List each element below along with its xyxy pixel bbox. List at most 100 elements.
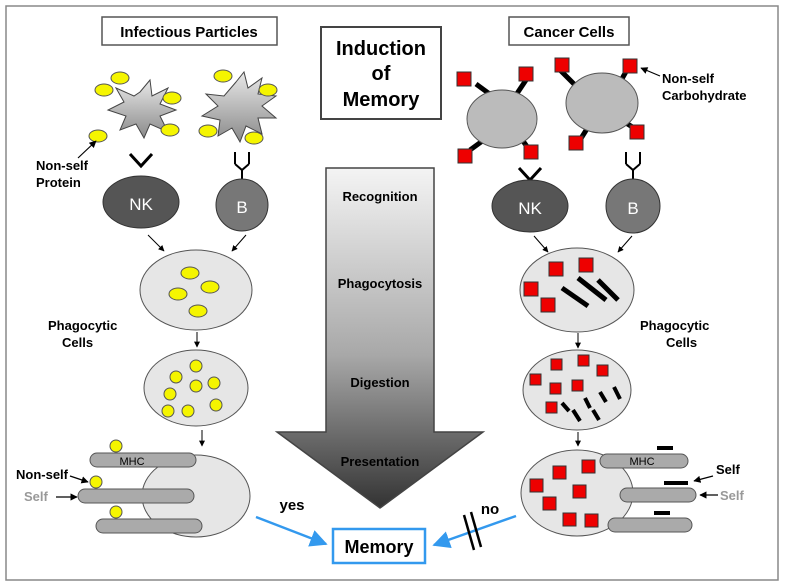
antigen-dot <box>163 387 177 401</box>
infectious-particle-2 <box>198 69 278 145</box>
carbohydrate-marker <box>456 71 472 87</box>
digested-fragment <box>591 408 601 422</box>
antigen-dot <box>189 379 203 393</box>
antigen-dot <box>109 505 123 519</box>
nk-cell-right <box>491 179 569 233</box>
carbohydrate-marker <box>542 496 557 511</box>
pointer-arrow <box>69 475 89 484</box>
cancer-cell-2 <box>554 57 645 151</box>
carbohydrate-marker <box>550 358 563 371</box>
flow-arrow <box>533 235 549 253</box>
antigen-dot <box>110 71 130 85</box>
mhc-bar-right-3 <box>607 517 693 533</box>
carbohydrate-marker <box>549 382 562 395</box>
carbohydrate-marker <box>552 465 567 480</box>
antigen-dot <box>162 91 182 105</box>
antigen-dot <box>169 370 183 384</box>
carbohydrate-marker <box>572 484 587 499</box>
b-cell-left <box>215 178 269 232</box>
no-label: no <box>481 501 499 518</box>
b-cell-right <box>605 178 661 234</box>
antigen-dot <box>200 280 220 294</box>
nk-receptor <box>128 152 154 169</box>
mhc-bar-left <box>89 452 197 468</box>
antigen-dot <box>207 376 221 390</box>
mhc-bar-right-2 <box>619 487 697 503</box>
antigen-dot <box>209 398 223 412</box>
antigen-dot <box>94 83 114 97</box>
flow-arrow <box>231 234 247 252</box>
digested-fragment <box>571 408 582 423</box>
digested-fragment <box>598 390 608 404</box>
antigen-dot <box>89 475 103 489</box>
carbohydrate-marker <box>577 354 590 367</box>
phagocytic-label-left-1: Phagocytic <box>48 318 117 333</box>
antigen-dot <box>189 359 203 373</box>
nonself-protein-label-1: Non-self <box>36 158 89 173</box>
digested-fragment <box>583 397 592 409</box>
pointer-arrow <box>693 475 714 483</box>
antigen-dot <box>88 129 108 143</box>
carbohydrate-marker <box>554 57 570 73</box>
b-label-right: B <box>627 199 638 218</box>
nonself-carb-label-1: Non-self <box>662 71 715 86</box>
b-receptor <box>234 152 250 180</box>
digested-fragment <box>596 278 620 302</box>
carbohydrate-marker <box>545 401 558 414</box>
carbohydrate-marker <box>568 135 584 151</box>
left-header-text: Infectious Particles <box>120 24 258 41</box>
title-box: Induction of Memory <box>320 26 442 120</box>
antigen-dot <box>160 123 180 137</box>
process-arrow: Recognition Phagocytosis Digestion Prese… <box>274 167 486 509</box>
phagocytic-label-right-2: Cells <box>666 335 697 350</box>
antigen-dot <box>180 266 200 280</box>
carbohydrate-marker <box>562 512 577 527</box>
carbohydrate-marker <box>629 124 645 140</box>
antigen-dot <box>258 83 278 97</box>
nk-label-right: NK <box>518 199 542 218</box>
memory-box: Memory <box>331 527 427 565</box>
yes-label: yes <box>279 497 304 514</box>
nk-label-left: NK <box>129 195 153 214</box>
self-label-right-gray: Self <box>720 488 745 503</box>
flow-arrow <box>617 235 633 253</box>
carbohydrate-marker <box>581 459 596 474</box>
carbohydrate-marker <box>523 144 539 160</box>
block-mark <box>462 514 476 551</box>
antigen-dot <box>244 131 264 145</box>
carbohydrate-marker <box>529 373 542 386</box>
antigen-dot <box>109 439 123 453</box>
mhc-label-left: MHC <box>119 456 144 468</box>
carbohydrate-marker <box>578 257 594 273</box>
mhc-bar-left-3 <box>95 518 203 534</box>
carbohydrate-marker <box>584 513 599 528</box>
block-mark <box>469 511 483 548</box>
antigen-dot <box>188 304 208 318</box>
step-digestion: Digestion <box>350 375 409 390</box>
carbohydrate-marker <box>548 261 564 277</box>
phagocytic-label-right-1: Phagocytic <box>640 318 709 333</box>
nonself-protein-label-2: Protein <box>36 175 81 190</box>
nonself-label-left: Non-self <box>16 467 69 482</box>
digested-fragment <box>612 386 622 400</box>
left-header: Infectious Particles <box>101 16 278 46</box>
carbohydrate-marker <box>518 66 534 82</box>
yes-arrow <box>255 515 328 547</box>
antigen-dot <box>198 124 218 138</box>
antigen-dot <box>168 287 188 301</box>
carbohydrate-marker <box>540 297 556 313</box>
carbohydrate-marker <box>596 364 609 377</box>
title-line-1: Induction <box>336 38 426 60</box>
mhc-bar-left-2 <box>77 488 195 504</box>
digested-fragment <box>560 401 571 413</box>
phagocytic-cell-left-1 <box>139 249 253 331</box>
right-header-text: Cancer Cells <box>524 24 615 41</box>
right-header: Cancer Cells <box>508 16 630 46</box>
step-presentation: Presentation <box>341 454 420 469</box>
carbohydrate-marker <box>622 58 638 74</box>
digested-fragment <box>576 276 608 302</box>
antigen-dot <box>181 404 195 418</box>
mhc-label-right: MHC <box>629 456 654 468</box>
carbohydrate-marker <box>457 148 473 164</box>
